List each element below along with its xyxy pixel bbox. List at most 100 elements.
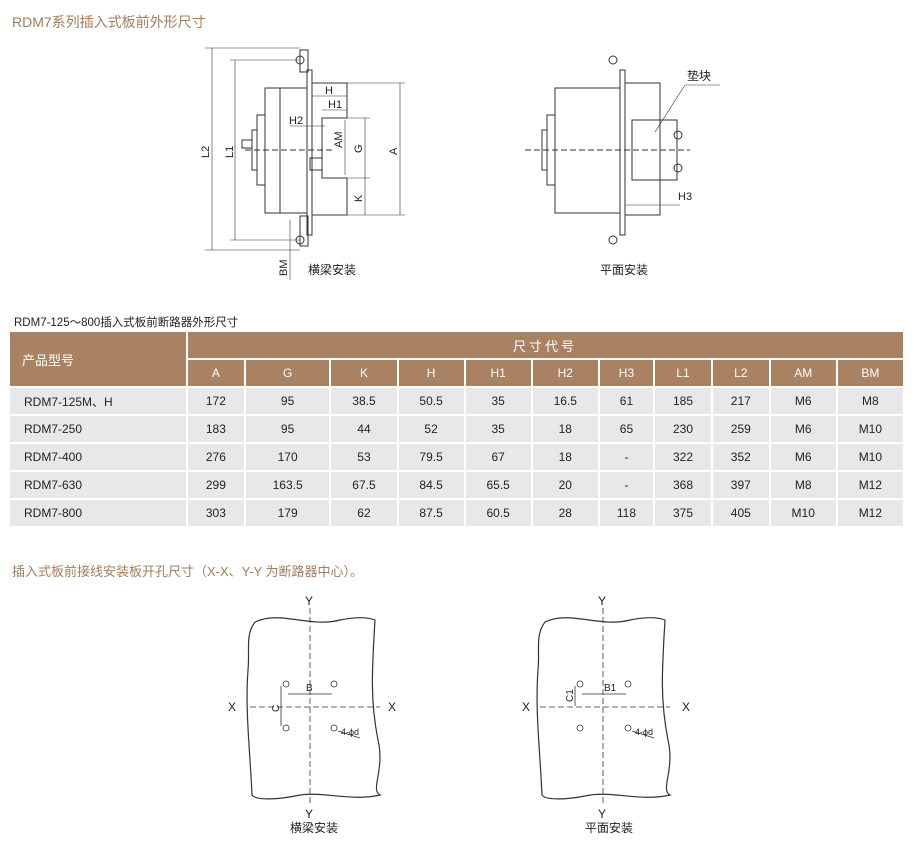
model-cell: RDM7-400 (10, 444, 186, 470)
value-cell: 60.5 (465, 500, 531, 526)
value-cell: 79.5 (398, 444, 464, 470)
dim-label-k: K (353, 194, 365, 202)
value-cell: 65.5 (465, 472, 531, 498)
dim-label-h2: H2 (289, 115, 303, 127)
column-header-h2: H2 (532, 360, 598, 386)
caption-flat-mount: 平面安装 (600, 262, 648, 277)
dim-label-h3: H3 (678, 191, 692, 203)
table-title: RDM7-125～800插入式板前断路器外形尺寸 (14, 317, 239, 329)
value-cell: 50.5 (398, 388, 464, 414)
caption-beam: 横梁安装 (290, 820, 338, 835)
cutout-note: 插入式板前接线安装板开孔尺寸（X-X、Y-Y 为断路器中心）。 (12, 564, 364, 579)
value-cell: 368 (655, 472, 711, 498)
dim-label-h: H (325, 85, 333, 97)
value-cell: 67 (465, 444, 531, 470)
value-cell: 405 (712, 500, 769, 526)
value-cell: 44 (331, 416, 397, 442)
value-cell: 179 (245, 500, 330, 526)
column-header-l2: L2 (712, 360, 769, 386)
value-cell: M6 (770, 388, 836, 414)
pad-label: 垫块 (687, 68, 711, 83)
column-header-g: G (245, 360, 330, 386)
dim-label-c: C (271, 705, 282, 712)
caption-flat: 平面安装 (585, 820, 633, 835)
column-header-k: K (331, 360, 397, 386)
value-cell: M8 (837, 388, 903, 414)
column-header-bm: BM (837, 360, 903, 386)
column-header-a: A (188, 360, 244, 386)
value-cell: 67.5 (331, 472, 397, 498)
caption-beam-mount: 横梁安装 (308, 262, 356, 277)
hole-label: 4-ϕd (635, 727, 653, 737)
value-cell: 20 (532, 472, 598, 498)
value-cell: 38.5 (331, 388, 397, 414)
dim-label-a: A (388, 147, 400, 155)
column-header-h1: H1 (465, 360, 531, 386)
value-cell: 52 (398, 416, 464, 442)
dim-label-am: AM (333, 132, 345, 149)
model-cell: RDM7-250 (10, 416, 186, 442)
axis-x-right: X (682, 700, 690, 714)
value-cell: - (599, 472, 654, 498)
flat-mount-diagram: 垫块 H3 平面安装 (525, 55, 720, 277)
value-cell: 217 (712, 388, 769, 414)
value-cell: 35 (465, 416, 531, 442)
dim-label-bm: BM (278, 260, 290, 277)
value-cell: 375 (655, 500, 711, 526)
value-cell: 172 (188, 388, 244, 414)
value-cell: 65 (599, 416, 654, 442)
dim-label-g: G (353, 144, 365, 153)
axis-y-top: Y (598, 594, 606, 608)
axis-x-right: X (388, 700, 396, 714)
value-cell: 118 (599, 500, 654, 526)
dim-label-l2: L2 (200, 146, 212, 158)
value-cell: M10 (837, 444, 903, 470)
model-cell: RDM7-800 (10, 500, 186, 526)
value-cell: 18 (532, 444, 598, 470)
value-cell: 183 (188, 416, 244, 442)
value-cell: 170 (245, 444, 330, 470)
dim-label-b: B (306, 683, 313, 694)
value-cell: 95 (245, 388, 330, 414)
value-cell: 95 (245, 416, 330, 442)
axis-y-bottom: Y (598, 807, 606, 821)
value-cell: 299 (188, 472, 244, 498)
value-cell: 230 (655, 416, 711, 442)
value-cell: M10 (770, 500, 836, 526)
value-cell: 276 (188, 444, 244, 470)
value-cell: 62 (331, 500, 397, 526)
value-cell: 16.5 (532, 388, 598, 414)
value-cell: 53 (331, 444, 397, 470)
value-cell: 163.5 (245, 472, 330, 498)
value-cell: 259 (712, 416, 769, 442)
value-cell: 61 (599, 388, 654, 414)
value-cell: M6 (770, 444, 836, 470)
mounting-plate (306, 69, 313, 236)
column-header-h3: H3 (599, 360, 654, 386)
axis-x-left: X (228, 700, 236, 714)
axis-y-bottom: Y (305, 807, 313, 821)
value-cell: 35 (465, 388, 531, 414)
cutout-flat-diagram: Y Y X X B1 C1 4-ϕd 平面安装 (522, 594, 690, 835)
value-cell: 87.5 (398, 500, 464, 526)
pad-block (631, 119, 678, 181)
column-header-l1: L1 (655, 360, 711, 386)
value-cell: M12 (837, 472, 903, 498)
hole-label: 4-ϕd (341, 727, 359, 737)
axis-y-top: Y (305, 594, 313, 608)
dim-label-h1: H1 (328, 99, 342, 111)
value-cell: M8 (770, 472, 836, 498)
value-cell: 28 (532, 500, 598, 526)
dim-label-b1: B1 (604, 683, 617, 694)
model-cell: RDM7-630 (10, 472, 186, 498)
value-cell: M10 (837, 416, 903, 442)
model-cell: RDM7-125M、H (10, 388, 186, 414)
model-header: 产品型号 (10, 332, 186, 386)
value-cell: 84.5 (398, 472, 464, 498)
dim-label-l1: L1 (224, 146, 236, 158)
